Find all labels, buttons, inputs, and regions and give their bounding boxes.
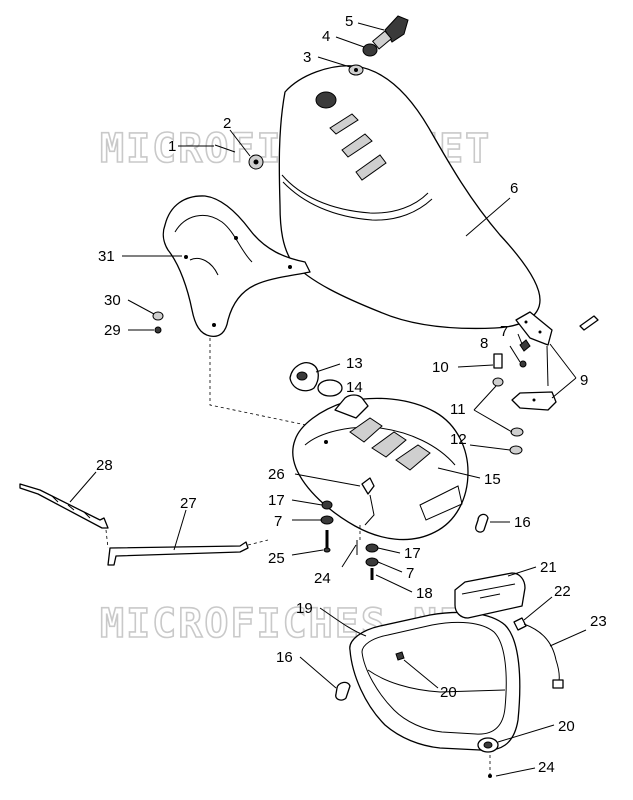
callout-21: 21 (540, 559, 557, 576)
callout-27: 27 (180, 495, 197, 512)
callout-18: 18 (416, 585, 433, 602)
callout-7-left: 7 (274, 513, 282, 530)
nut-part-4 (362, 43, 378, 57)
callout-9: 9 (580, 372, 588, 389)
seat (278, 65, 541, 330)
key-switch-parts (348, 15, 409, 76)
screw-part-1-2 (214, 144, 264, 170)
callout-10: 10 (432, 359, 449, 376)
callout-17-left: 17 (268, 492, 285, 509)
callout-11: 11 (450, 401, 466, 418)
callout-15: 15 (484, 471, 501, 488)
fastener-29-30 (152, 311, 164, 334)
callout-5: 5 (345, 13, 353, 30)
callout-2: 2 (223, 115, 231, 132)
rod-part-27 (105, 529, 269, 566)
cover-part-21 (454, 572, 526, 619)
ignition-hole (315, 91, 337, 109)
clip-part-16-lower (335, 681, 351, 701)
callout-26: 26 (268, 466, 285, 483)
callout-20-lower: 20 (558, 718, 575, 735)
callout-20-upper: 20 (440, 684, 457, 701)
callout-7-right: 7 (406, 565, 414, 582)
callout-19: 19 (296, 600, 313, 617)
callout-24-upper: 24 (314, 570, 331, 587)
callout-3: 3 (303, 49, 311, 66)
callout-28: 28 (96, 457, 113, 474)
callout-30: 30 (104, 292, 121, 309)
seat-bracket (162, 195, 311, 338)
callout-labels: 1 2 3 4 5 6 7 8 9 10 11 12 13 14 15 16 1… (96, 13, 607, 776)
storage-tray (349, 611, 521, 753)
bracket-part-9 (511, 311, 599, 411)
callout-13: 13 (346, 355, 363, 372)
leader-lines (69, 22, 587, 777)
callout-22: 22 (554, 583, 571, 600)
callout-12: 12 (450, 431, 467, 448)
callout-1: 1 (168, 138, 176, 155)
callout-24-lower: 24 (538, 759, 555, 776)
callout-23: 23 (590, 613, 607, 630)
callout-14: 14 (346, 379, 363, 396)
callout-6: 6 (510, 180, 518, 197)
key-icon (384, 15, 409, 43)
fasteners-right (365, 543, 379, 580)
callout-29: 29 (104, 322, 121, 339)
rod-part-28 (19, 483, 109, 529)
callout-16-lower: 16 (276, 649, 293, 666)
callout-8: 8 (480, 335, 488, 352)
callout-4: 4 (322, 28, 330, 45)
callout-7-top: 7 (500, 323, 508, 340)
callout-17-right: 17 (404, 545, 421, 562)
callout-16-upper: 16 (514, 514, 531, 531)
clip-part-26 (361, 477, 375, 495)
cable-part-22-23 (513, 617, 564, 689)
callout-25: 25 (268, 550, 285, 567)
callout-31: 31 (98, 248, 115, 265)
tank-cap-13-14 (289, 362, 369, 419)
clip-part-16-upper (475, 513, 489, 533)
hardware-7-8-10-11-12 (492, 339, 531, 455)
